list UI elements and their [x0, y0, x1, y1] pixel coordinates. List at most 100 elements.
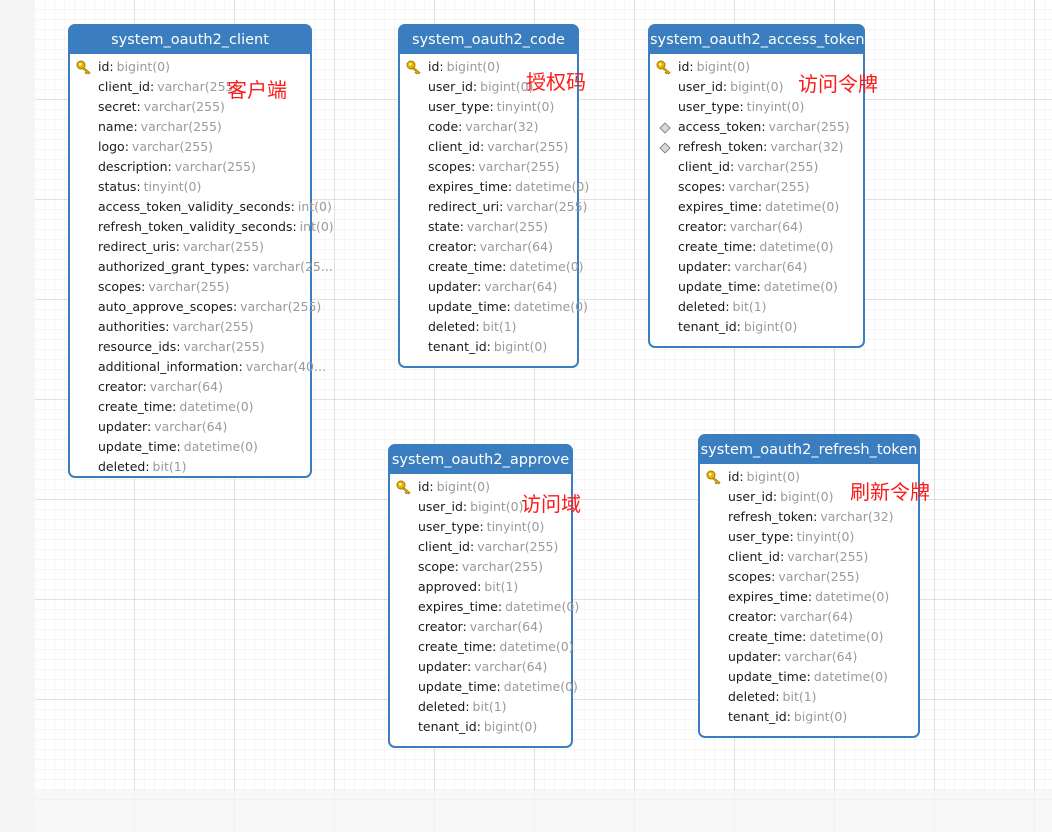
field-row[interactable]: updater:varchar(64) [400, 277, 577, 297]
field-row[interactable]: client_id:varchar(255) [390, 537, 571, 557]
field-row[interactable]: creator:varchar(64) [390, 617, 571, 637]
field-row[interactable]: user_type:tinyint(0) [400, 97, 577, 117]
field-row[interactable]: user_id:bigint(0) [390, 497, 571, 517]
field-row[interactable]: expires_time:datetime(0) [400, 177, 589, 197]
field-row[interactable]: id:bigint(0) [390, 477, 571, 497]
field-row[interactable]: create_time:datetime(0) [400, 257, 584, 277]
field-row[interactable]: updater:varchar(64) [390, 657, 571, 677]
field-row[interactable]: refresh_token:varchar(32) [650, 137, 863, 157]
field-row[interactable]: deleted:bit(1) [390, 697, 571, 717]
field-separator: : [813, 509, 818, 524]
field-row[interactable]: client_id:varchar(255) [700, 547, 918, 567]
field-row[interactable]: update_time:datetime(0) [400, 297, 588, 317]
field-row[interactable]: id:bigint(0) [70, 57, 310, 77]
field-name: deleted [418, 699, 466, 714]
field-row[interactable]: user_id:bigint(0) [650, 77, 863, 97]
field-row[interactable]: description:varchar(255) [70, 157, 310, 177]
field-row[interactable]: refresh_token:varchar(32) [700, 507, 918, 527]
field-row[interactable]: creator:varchar(64) [700, 607, 918, 627]
field-row[interactable]: id:bigint(0) [650, 57, 863, 77]
field-type: bit(1) [152, 459, 187, 474]
field-row[interactable]: tenant_id:bigint(0) [400, 337, 577, 357]
field-row[interactable]: updater:varchar(64) [650, 257, 863, 277]
field-row[interactable]: user_type:tinyint(0) [650, 97, 863, 117]
field-row[interactable]: create_time:datetime(0) [700, 627, 918, 647]
entity-title[interactable]: system_oauth2_access_token [650, 26, 865, 54]
field-row[interactable]: status:tinyint(0) [70, 177, 310, 197]
field-row[interactable]: id:bigint(0) [700, 467, 918, 487]
field-row[interactable]: update_time:datetime(0) [650, 277, 863, 297]
field-row[interactable]: client_id:varchar(255) [70, 77, 310, 97]
field-row[interactable]: updater:varchar(64) [70, 417, 310, 437]
field-row[interactable]: resource_ids:varchar(255) [70, 337, 310, 357]
field-row[interactable]: tenant_id:bigint(0) [650, 317, 863, 337]
field-row[interactable]: tenant_id:bigint(0) [700, 707, 918, 727]
field-row[interactable]: secret:varchar(255) [70, 97, 310, 117]
field-name: user_id [678, 79, 723, 94]
field-row[interactable]: authorities:varchar(255) [70, 317, 310, 337]
entity-title[interactable]: system_oauth2_refresh_token [700, 436, 918, 464]
field-row[interactable]: deleted:bit(1) [70, 457, 310, 477]
field-row[interactable]: auto_approve_scopes:varchar(255) [70, 297, 321, 317]
entity-title[interactable]: system_oauth2_code [400, 26, 577, 54]
field-separator: : [776, 649, 782, 664]
field-row[interactable]: scopes:varchar(255) [650, 177, 863, 197]
field-row[interactable]: access_token:varchar(255) [650, 117, 863, 137]
field-separator: : [721, 179, 726, 194]
field-row[interactable]: name:varchar(255) [70, 117, 310, 137]
field-row[interactable]: update_time:datetime(0) [700, 667, 918, 687]
field-row[interactable]: scopes:varchar(255) [400, 157, 577, 177]
field-row[interactable]: create_time:datetime(0) [650, 237, 863, 257]
field-row[interactable]: expires_time:datetime(0) [650, 197, 863, 217]
field-name: client_id [678, 159, 730, 174]
field-row[interactable]: updater:varchar(64) [700, 647, 918, 667]
field-row[interactable]: state:varchar(255) [400, 217, 577, 237]
field-name: refresh_token [728, 509, 814, 524]
note-code: 授权码 [526, 70, 586, 94]
field-row[interactable]: update_time:datetime(0) [390, 677, 578, 697]
entity-system-oauth2-approve[interactable]: system_oauth2_approve id:bigint(0)user_i… [388, 444, 579, 748]
field-row[interactable]: creator:varchar(64) [650, 217, 863, 237]
field-row[interactable]: user_id:bigint(0) [400, 77, 577, 97]
field-row[interactable]: update_time:datetime(0) [70, 437, 310, 457]
field-row[interactable]: scopes:varchar(255) [70, 277, 310, 297]
field-row[interactable]: create_time:datetime(0) [390, 637, 574, 657]
field-row[interactable]: user_type:tinyint(0) [700, 527, 918, 547]
field-row[interactable]: user_type:tinyint(0) [390, 517, 571, 537]
entity-system-oauth2-refresh-token[interactable]: system_oauth2_refresh_token id:bigint(0)… [698, 434, 920, 738]
field-row[interactable]: additional_information:varchar(40... [70, 357, 326, 377]
field-row[interactable]: tenant_id:bigint(0) [390, 717, 571, 737]
field-row[interactable]: access_token_validity_seconds:int(0) [70, 197, 332, 217]
left-panel-strip [0, 0, 35, 832]
field-type: bigint(0) [793, 709, 848, 724]
field-row[interactable]: code:varchar(32) [400, 117, 577, 137]
field-row[interactable]: logo:varchar(255) [70, 137, 310, 157]
field-row[interactable]: redirect_uris:varchar(255) [70, 237, 310, 257]
field-row[interactable]: scopes:varchar(255) [700, 567, 918, 587]
field-row[interactable]: expires_time:datetime(0) [700, 587, 918, 607]
field-row[interactable]: creator:varchar(64) [70, 377, 310, 397]
entity-system-oauth2-access-token[interactable]: system_oauth2_access_token id:bigint(0)u… [648, 24, 865, 348]
field-row[interactable]: creator:varchar(64) [400, 237, 577, 257]
entity-title[interactable]: system_oauth2_approve [390, 446, 571, 474]
field-row[interactable]: deleted:bit(1) [700, 687, 918, 707]
field-row[interactable]: user_id:bigint(0) [700, 487, 918, 507]
field-row[interactable]: id:bigint(0) [400, 57, 577, 77]
field-separator: : [290, 199, 295, 214]
field-row[interactable]: authorized_grant_types:varchar(25... [70, 257, 333, 277]
field-row[interactable]: client_id:varchar(255) [400, 137, 577, 157]
field-separator: : [722, 79, 728, 94]
entity-system-oauth2-code[interactable]: system_oauth2_code id:bigint(0)user_id:b… [398, 24, 589, 368]
field-row[interactable]: redirect_uri:varchar(255) [400, 197, 587, 217]
field-row[interactable]: deleted:bit(1) [400, 317, 577, 337]
entity-system-oauth2-client[interactable]: system_oauth2_client id:bigint(0)client_… [68, 24, 334, 478]
field-row[interactable]: refresh_token_validity_seconds:int(0) [70, 217, 334, 237]
field-separator: : [722, 219, 727, 234]
field-row[interactable]: create_time:datetime(0) [70, 397, 310, 417]
field-row[interactable]: deleted:bit(1) [650, 297, 863, 317]
field-row[interactable]: scope:varchar(255) [390, 557, 571, 577]
field-row[interactable]: expires_time:datetime(0) [390, 597, 579, 617]
entity-title[interactable]: system_oauth2_client [70, 26, 310, 54]
field-row[interactable]: approved:bit(1) [390, 577, 571, 597]
field-row[interactable]: client_id:varchar(255) [650, 157, 863, 177]
